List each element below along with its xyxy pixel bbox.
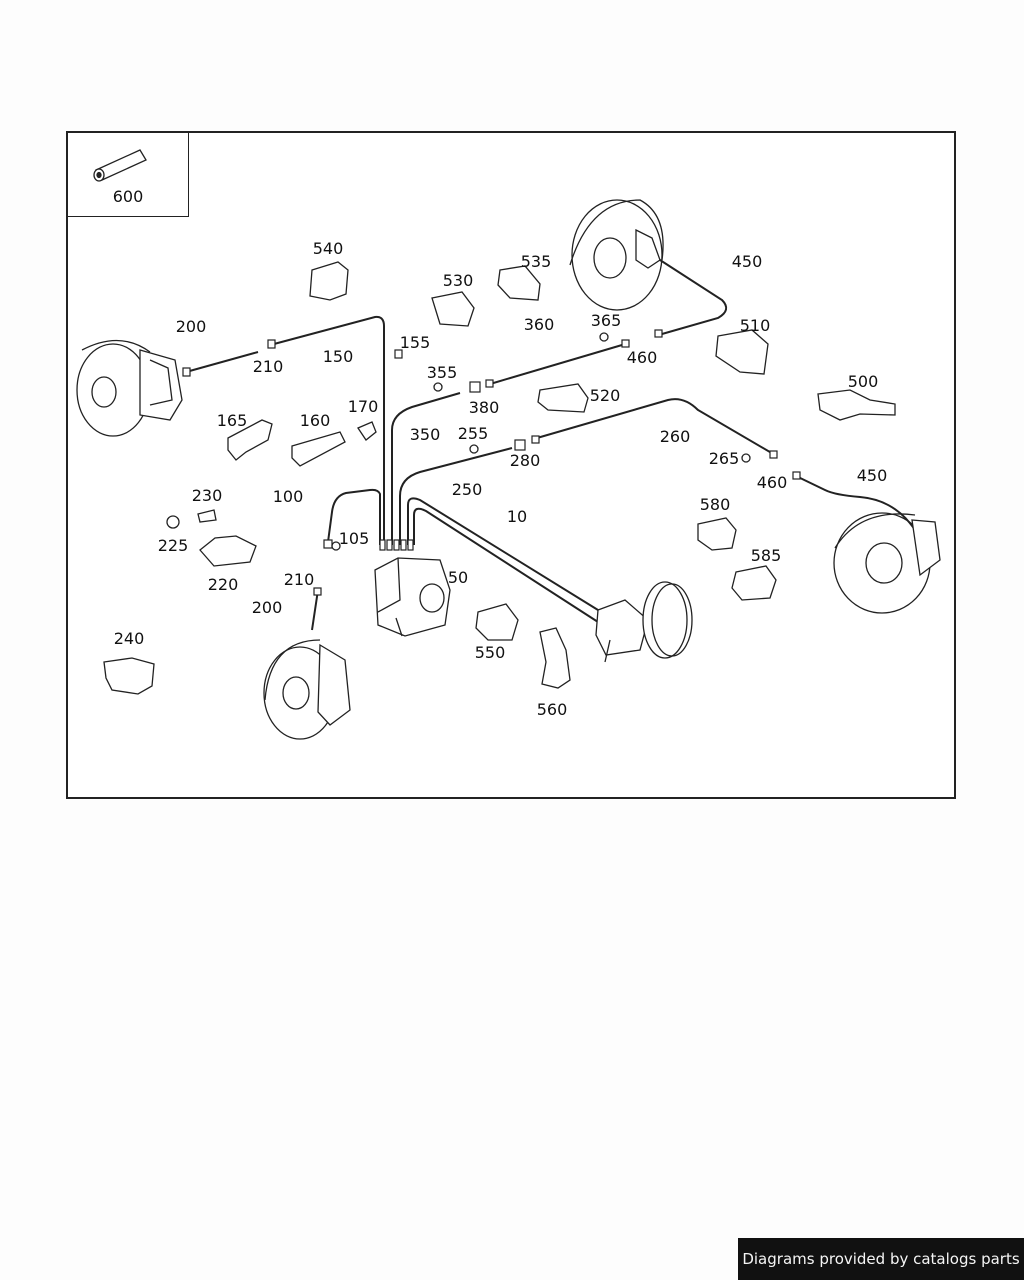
brake-booster-master-cylinder: [595, 581, 693, 663]
screw-365-drawing: [599, 332, 609, 342]
clip-520-drawing: [537, 383, 589, 413]
clip-230-drawing: [197, 509, 217, 523]
callout-165: 165: [216, 411, 248, 430]
callout-350: 350: [409, 425, 441, 444]
callout-220: 220: [207, 575, 239, 594]
callout-460-bottom: 460: [756, 473, 788, 492]
clip-540-drawing: [309, 261, 349, 301]
clip-530-drawing: [431, 291, 475, 327]
callout-510: 510: [739, 316, 771, 335]
callout-585: 585: [750, 546, 782, 565]
brake-line-350: [391, 392, 461, 545]
brake-disc-rear-right: [833, 512, 941, 614]
bracket-165-drawing: [227, 419, 273, 461]
callout-450-top: 450: [731, 252, 763, 271]
screw-355-drawing: [433, 382, 443, 392]
callout-600: 600: [112, 187, 144, 206]
brake-line-100: [327, 488, 381, 545]
brake-line-50: [413, 507, 599, 623]
bracket-240-drawing: [103, 657, 155, 695]
brake-disc-rear-left: [76, 339, 183, 437]
holder-160-drawing: [291, 431, 346, 467]
callout-155: 155: [399, 333, 431, 352]
callout-355: 355: [426, 363, 458, 382]
brake-line-10: [407, 497, 599, 611]
footer-credit: Diagrams provided by catalogs parts: [738, 1238, 1024, 1280]
clip-535-drawing: [497, 265, 541, 301]
callout-170: 170: [347, 397, 379, 416]
brake-line-260: [536, 398, 776, 456]
callout-250: 250: [451, 480, 483, 499]
clip-550-drawing: [475, 603, 519, 641]
screw-255-drawing: [469, 444, 479, 454]
callout-210-top: 210: [252, 357, 284, 376]
brake-line-200-upper: [185, 351, 259, 373]
clip-580-drawing: [697, 517, 737, 551]
abs-hydraulic-unit: [374, 557, 451, 637]
brake-line-250: [399, 447, 513, 545]
callout-260: 260: [659, 427, 691, 446]
brake-disc-front-right: [569, 199, 664, 311]
callout-200-bottom: 200: [251, 598, 283, 617]
screw-265-drawing: [741, 453, 751, 463]
callout-160: 160: [299, 411, 331, 430]
callout-225: 225: [157, 536, 189, 555]
brake-line-200-lower: [311, 589, 319, 631]
parts-diagram-frame: [66, 131, 956, 799]
callout-550: 550: [474, 643, 506, 662]
callout-530: 530: [442, 271, 474, 290]
callout-450-bottom: 450: [856, 466, 888, 485]
callout-200-top: 200: [175, 317, 207, 336]
brake-line-360: [489, 344, 623, 385]
callout-240: 240: [113, 629, 145, 648]
callout-255: 255: [457, 424, 489, 443]
callout-100: 100: [272, 487, 304, 506]
brake-line-450-lower: [795, 475, 916, 531]
callout-265: 265: [708, 449, 740, 468]
callout-520: 520: [589, 386, 621, 405]
bolt-225-drawing: [166, 515, 180, 529]
bracket-500-drawing: [817, 389, 896, 421]
callout-10: 10: [506, 507, 528, 526]
callout-540: 540: [312, 239, 344, 258]
clip-170-drawing: [357, 421, 377, 441]
brake-line-150: [273, 315, 385, 545]
brake-disc-front-left: [263, 639, 351, 740]
callout-580: 580: [699, 495, 731, 514]
callout-365: 365: [590, 311, 622, 330]
callout-50: 50: [447, 568, 469, 587]
callout-230: 230: [191, 486, 223, 505]
callout-105: 105: [338, 529, 370, 548]
clip-585-drawing: [731, 565, 777, 601]
clip-510-drawing: [715, 329, 769, 375]
tube-600-drawing: [93, 149, 147, 182]
callout-500: 500: [847, 372, 879, 391]
brake-line-450-upper: [659, 259, 728, 335]
callout-360: 360: [523, 315, 555, 334]
callout-460-top: 460: [626, 348, 658, 367]
callout-560: 560: [536, 700, 568, 719]
screw-105-drawing: [331, 541, 341, 551]
callout-280: 280: [509, 451, 541, 470]
inset-box-600: [66, 131, 189, 217]
callout-535: 535: [520, 252, 552, 271]
bracket-560-drawing: [539, 627, 571, 689]
callout-380: 380: [468, 398, 500, 417]
callout-150: 150: [322, 347, 354, 366]
callout-210-bottom: 210: [283, 570, 315, 589]
bracket-220-drawing: [199, 535, 257, 567]
